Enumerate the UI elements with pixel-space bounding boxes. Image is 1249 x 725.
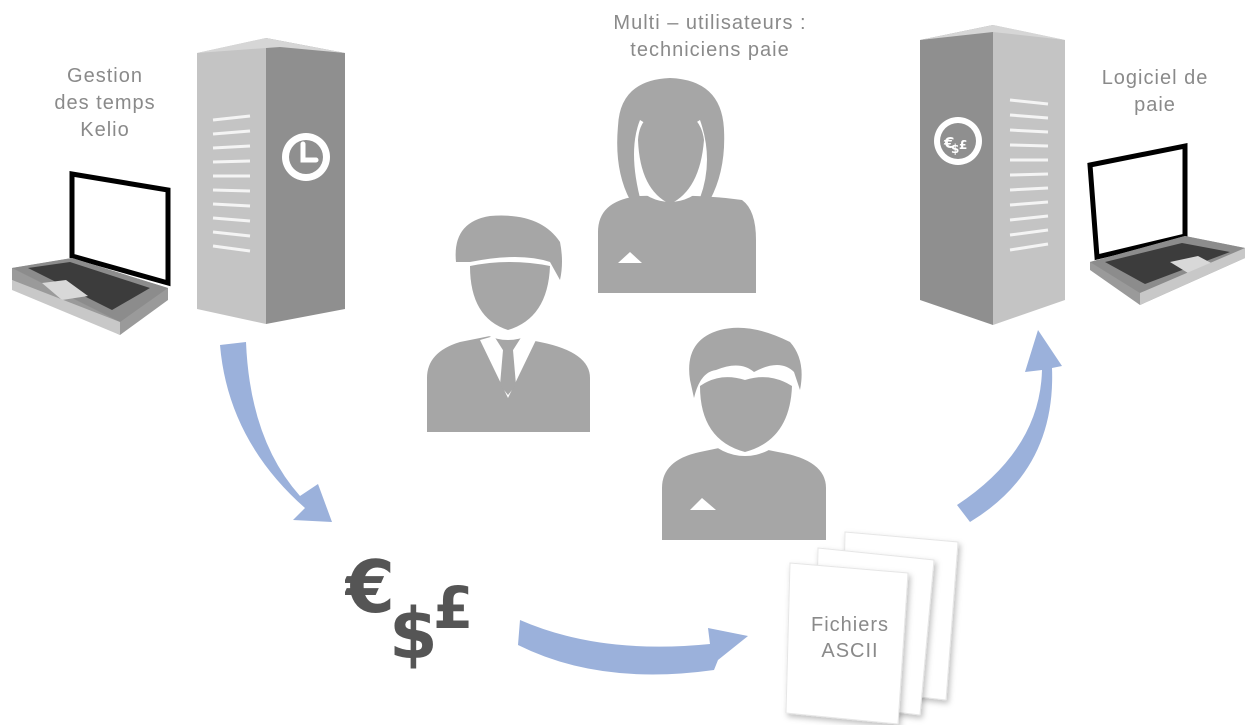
svg-text:$: $ — [951, 142, 959, 156]
woman-user-icon — [598, 78, 756, 293]
label-line: Fichiers — [810, 614, 889, 636]
svg-text:£: £ — [433, 574, 473, 642]
svg-text:$: $ — [389, 593, 438, 670]
ascii-files-label: Fichiers ASCII — [790, 612, 910, 664]
payroll-server-icon: € $ £ — [920, 25, 1065, 325]
label-line: ASCII — [821, 640, 879, 662]
clock-icon — [282, 133, 330, 181]
kelio-time-management-label: Gestion des temps Kelio — [40, 63, 170, 144]
label-line: Logiciel de — [1101, 67, 1209, 89]
time-server-icon — [197, 38, 345, 324]
currency-icon: € $ £ — [934, 117, 982, 165]
flow-arrow-right — [957, 330, 1062, 522]
right-laptop-icon — [1087, 142, 1245, 305]
businessman-user-icon — [427, 210, 590, 432]
flow-arrow-left — [220, 342, 332, 522]
label-line: techniciens paie — [630, 39, 790, 61]
label-line: Multi – utilisateurs : — [613, 12, 807, 34]
svg-text:€: € — [345, 545, 395, 629]
man-user-icon — [662, 320, 826, 540]
label-line: Gestion — [67, 65, 143, 87]
label-line: paie — [1134, 94, 1176, 116]
label-line: Kelio — [80, 119, 130, 141]
svg-text:£: £ — [959, 138, 967, 152]
svg-text:€: € — [943, 134, 954, 152]
label-line: des temps — [54, 92, 156, 114]
payroll-software-label: Logiciel de paie — [1070, 65, 1240, 119]
currency-symbols-icon: € $ £ — [345, 545, 473, 670]
ascii-files-icon — [785, 531, 959, 725]
flow-arrow-bottom — [518, 620, 748, 675]
left-laptop-icon — [12, 171, 171, 335]
multi-user-label: Multi – utilisateurs : techniciens paie — [560, 10, 860, 64]
